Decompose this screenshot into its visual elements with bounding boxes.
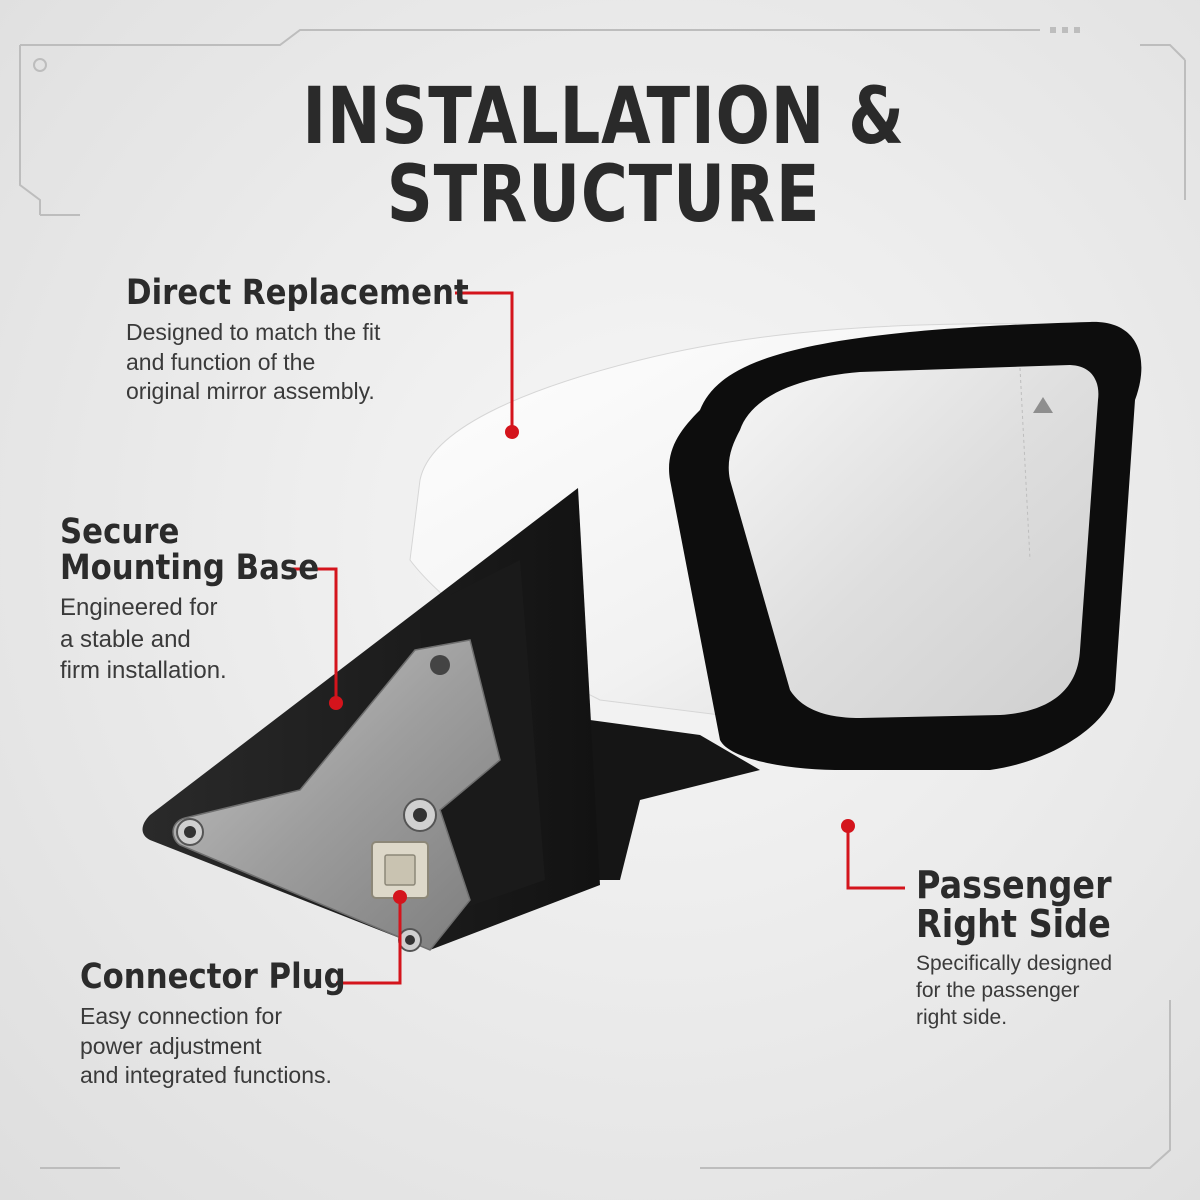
callout-body: Engineered for a stable and firm install… bbox=[60, 592, 320, 686]
leader-connector-plug bbox=[336, 897, 402, 985]
callout-connector-plug: Connector Plug Easy connection for power… bbox=[80, 957, 410, 1092]
marker-direct-replacement bbox=[505, 425, 519, 439]
callout-body-line: firm installation. bbox=[60, 656, 227, 684]
callout-body-line: Engineered for bbox=[60, 594, 218, 622]
callout-body-line: and integrated functions. bbox=[80, 1062, 332, 1089]
callout-body-line: Designed to match the fit bbox=[126, 318, 381, 345]
triangle-warning-icon bbox=[1033, 397, 1053, 413]
callout-body-line: and function of the bbox=[126, 348, 316, 375]
leader-passenger-side bbox=[846, 826, 905, 890]
callout-heading: Secure Mounting Base bbox=[60, 512, 320, 588]
marker-passenger-side bbox=[841, 819, 855, 833]
callout-body-line: power adjustment bbox=[80, 1032, 262, 1059]
callout-body: Designed to match the fit and function o… bbox=[126, 318, 466, 408]
mirror-arm bbox=[590, 720, 760, 880]
marker-connector-plug bbox=[393, 890, 407, 904]
page-title: INSTALLATION & STRUCTURE bbox=[302, 72, 905, 240]
callout-heading-line: Mounting Base bbox=[60, 547, 320, 588]
callout-body: Specifically designed for the passenger … bbox=[916, 950, 1176, 1032]
marker-secure-mounting bbox=[329, 696, 343, 710]
callout-heading-line: Right Side bbox=[916, 901, 1111, 946]
mirror-glass bbox=[728, 365, 1099, 718]
callout-body-line: for the passenger bbox=[916, 978, 1080, 1002]
leader-secure-mounting bbox=[290, 567, 338, 703]
callout-secure-mounting-base: Secure Mounting Base Engineered for a st… bbox=[60, 512, 320, 686]
callout-body-line: a stable and bbox=[60, 625, 191, 653]
callout-body-line: Specifically designed bbox=[916, 951, 1113, 975]
callout-heading: Connector Plug bbox=[80, 957, 346, 997]
callout-heading: Passenger Right Side bbox=[916, 866, 1145, 944]
callout-heading-line: Secure bbox=[60, 512, 180, 552]
callout-body-line: right side. bbox=[916, 1006, 1008, 1030]
callout-direct-replacement: Direct Replacement Designed to match the… bbox=[126, 273, 469, 408]
callout-body: Easy connection for power adjustment and… bbox=[80, 1002, 410, 1092]
callout-body-line: Easy connection for bbox=[80, 1002, 283, 1029]
leader-direct-replacement bbox=[455, 291, 514, 432]
callout-heading: Direct Replacement bbox=[126, 273, 469, 313]
callout-heading-line: Passenger bbox=[916, 863, 1112, 907]
callout-passenger-right-side: Passenger Right Side Specifically design… bbox=[916, 866, 1176, 1031]
callout-body-line: original mirror assembly. bbox=[126, 378, 375, 405]
